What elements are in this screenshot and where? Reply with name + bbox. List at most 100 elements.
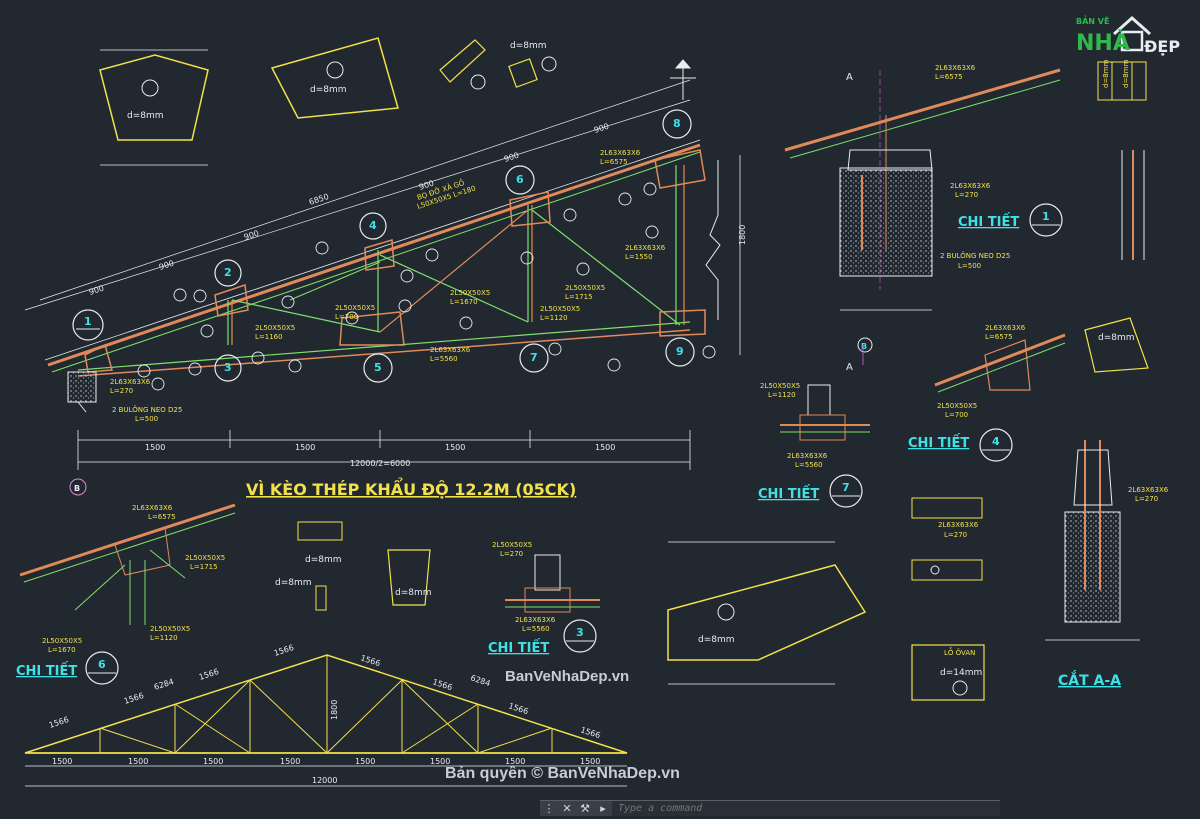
detail-6-len: L=6575: [148, 513, 176, 521]
full-seg-4: 1566: [273, 643, 295, 658]
lbl-col: 2L63X63X6: [110, 378, 151, 386]
detail-1-section-a: A: [846, 72, 853, 83]
plate-4-detail: d=8mm: [387, 549, 432, 606]
lbl-vert-c: 2L63X63X6: [625, 244, 666, 252]
detail-1-anchor: 2 BULÔNG NEO D25: [940, 251, 1010, 260]
grip-icon[interactable]: ⋮: [543, 802, 555, 815]
detail-6-diag-len: L=1715: [190, 563, 218, 571]
command-input[interactable]: [612, 801, 1000, 816]
full-dim-6: 1500: [430, 757, 450, 766]
plate-4-thickness: d=8mm: [395, 588, 432, 598]
dim-panel-1: 1500: [145, 443, 165, 452]
marker-3: 3: [224, 361, 232, 374]
section-col: 2L63X63X6: [1128, 486, 1169, 494]
dim-rise: 1800: [738, 225, 747, 245]
full-seg-2: 1566: [123, 691, 145, 706]
full-dim-slope-l: 6284: [153, 677, 175, 692]
plate-13-detail: LỖ ÔVAN d=14mm: [911, 644, 985, 701]
detail-4-number: 4: [992, 435, 1000, 448]
detail-6-vert-len: L=1120: [150, 634, 178, 642]
detail-3-title: CHI TIẾT: [488, 639, 549, 656]
detail-6-diag: 2L50X50X5: [185, 554, 225, 562]
plate-13-hole: LỖ ÔVAN: [944, 647, 975, 657]
detail-1-chord: 2L63X63X6: [935, 64, 976, 72]
plate-7-thickness: d=8mm: [310, 85, 347, 95]
dim-slope: 6850: [308, 192, 330, 207]
detail-1-col-len: L=270: [955, 191, 978, 199]
section-a-a: 2L63X63X6 L=270 CẮT A-A: [1045, 440, 1169, 689]
detail-3-number: 3: [576, 626, 584, 639]
plate-12-detail: d=8mm d=8mm: [275, 521, 343, 611]
full-dim-rise: 1800: [330, 700, 339, 720]
lbl-vert-b-len: L=1160: [255, 333, 283, 341]
detail-6-title: CHI TIẾT: [16, 662, 77, 679]
lbl-anchor: 2 BULÔNG NEO D25: [112, 405, 182, 414]
marker-1: 1: [84, 315, 92, 328]
house-roof-icon: [1113, 15, 1151, 36]
lbl-diag-c: 2L50X50X5: [540, 305, 580, 313]
lbl-vert-a: 2L50X50X5: [335, 304, 375, 312]
dim-seg-e: 900: [503, 151, 520, 164]
detail-4: 2L63X63X6 L=6575 2L50X50X5 L=700 CHI TIẾ…: [908, 324, 1066, 462]
command-prompt-icon[interactable]: ▸: [600, 802, 606, 815]
detail-6-low-len: L=1670: [48, 646, 76, 654]
full-seg-1: 1566: [48, 715, 70, 730]
lbl-bot-len: L=5560: [430, 355, 458, 363]
command-line-bar: ⋮ ✕ ⚒ ▸: [540, 800, 1000, 816]
full-dim-4: 1500: [280, 757, 300, 766]
watermark-copyright: Bản quyền © BanVeNhaDep.vn: [445, 765, 680, 782]
settings-wrench-icon[interactable]: ⚒: [580, 802, 590, 815]
plate-10-thickness: d=8mm: [275, 578, 312, 588]
detail-1-anchor-len: L=500: [958, 262, 981, 270]
full-seg-7: 1566: [507, 701, 529, 716]
dim-seg-a: 900: [88, 284, 105, 297]
lbl-col-len: L=270: [110, 387, 133, 395]
detail-3-chord: 2L63X63X6: [515, 616, 556, 624]
full-seg-3: 1566: [198, 667, 220, 682]
plate-11-thickness: d=8mm: [510, 41, 547, 51]
lbl-top-chord: 2L63X63X6: [600, 149, 641, 157]
col-side-thk-a: d=8mm: [1102, 59, 1110, 88]
full-dim-3: 1500: [203, 757, 223, 766]
lbl-anchor-len: L=500: [135, 415, 158, 423]
detail-4-len: L=6575: [985, 333, 1013, 341]
section-title: CẮT A-A: [1058, 670, 1121, 689]
marker-b2: B: [861, 342, 867, 351]
logo-brand-a: NHÀ: [1076, 30, 1130, 56]
full-dim-2: 1500: [128, 757, 148, 766]
detail-7-diag-len: L=1120: [768, 391, 796, 399]
full-dim-1: 1500: [52, 757, 72, 766]
dim-half-span: 12000/2=6000: [350, 459, 410, 468]
lbl-diag-a-len: L=1715: [565, 293, 593, 301]
marker-5: 5: [374, 361, 382, 374]
plate-10-len: L=270: [944, 531, 967, 539]
marker-b: B: [74, 484, 80, 493]
detail-3: 2L50X50X5 L=270 2L63X63X6 L=5560 CHI TIẾ…: [488, 541, 600, 656]
plate-7-detail: d=8mm: [270, 37, 399, 119]
column-side-view: d=8mm d=8mm: [1097, 59, 1147, 260]
main-truss: [24, 79, 741, 470]
plate-5-detail: d=8mm: [1084, 317, 1149, 373]
detail-1-len: L=6575: [935, 73, 963, 81]
plate-12-thickness: d=8mm: [305, 555, 342, 565]
detail-3-len: L=5560: [522, 625, 550, 633]
dim-seg-f: 900: [593, 122, 610, 135]
full-dim-8: 1500: [580, 757, 600, 766]
node-markers: 1 2 3 4 5 6 7 8 9 B B: [69, 109, 873, 496]
lbl-diag-c-len: L=1120: [540, 314, 568, 322]
marker-6: 6: [516, 173, 524, 186]
detail-1-title: CHI TIẾT: [958, 213, 1019, 230]
marker-4: 4: [369, 219, 377, 232]
close-icon[interactable]: ✕: [562, 802, 572, 815]
detail-7-chord: 2L63X63X6: [787, 452, 828, 460]
detail-6-vert: 2L50X50X5: [150, 625, 190, 633]
plate-10-size: 2L63X63X6: [938, 521, 979, 529]
lbl-top-len: L=6575: [600, 158, 628, 166]
marker-8: 8: [673, 117, 681, 130]
lbl-vert-b: 2L50X50X5: [255, 324, 295, 332]
ridge-arrow-symbol: [670, 59, 696, 100]
detail-4-vert: 2L50X50X5: [937, 402, 977, 410]
detail-7-number: 7: [842, 481, 850, 494]
